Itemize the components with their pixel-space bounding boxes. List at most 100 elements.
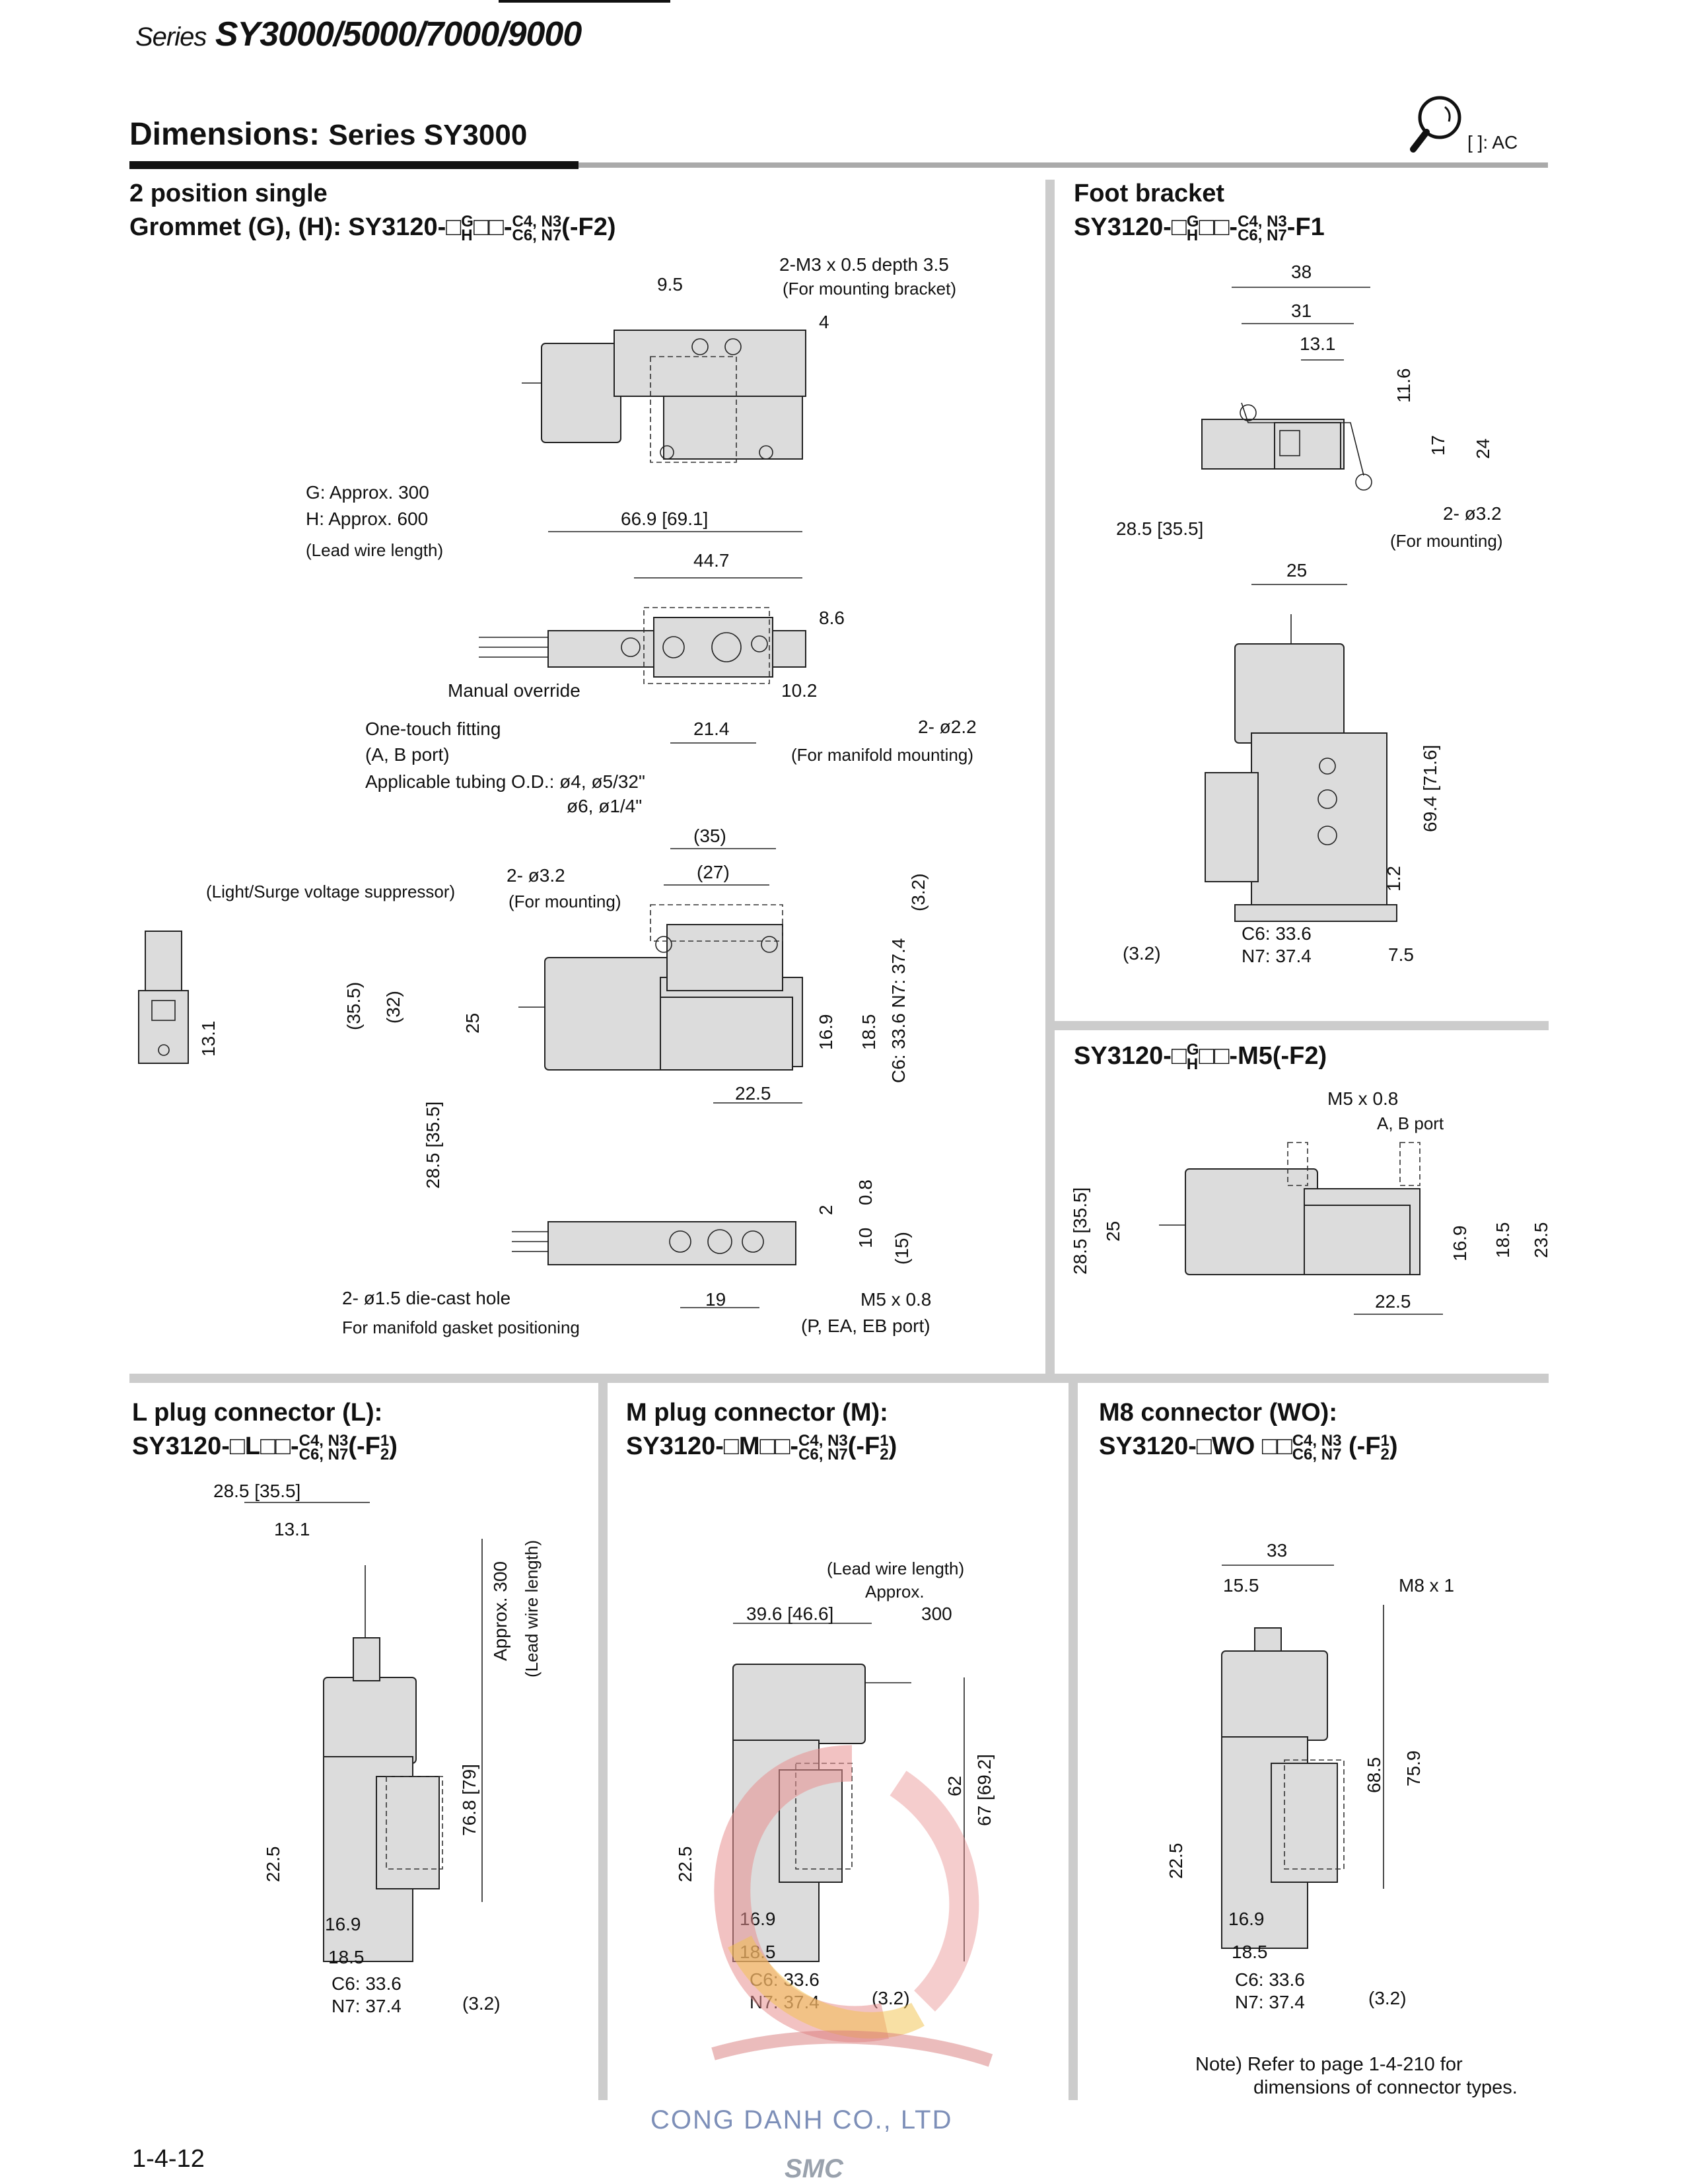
m-plug-title: M plug connector (M): SY3120-□M□□-C4, N3… bbox=[626, 1399, 897, 1464]
label-2-2: 2- ø2.2 bbox=[918, 717, 977, 737]
l-label-lead: (Lead wire length) bbox=[522, 1539, 542, 1677]
label-27p: (27) bbox=[697, 862, 730, 882]
label-32p: (32) bbox=[383, 991, 403, 1024]
m5-label-16-9: 16.9 bbox=[1450, 1225, 1470, 1262]
label-g-length: G: Approx. 300 bbox=[306, 482, 429, 503]
divider-horizontal-main bbox=[129, 1374, 1549, 1383]
drawing-side-view bbox=[479, 607, 806, 684]
divider-vertical-bottom-2 bbox=[1069, 1383, 1078, 2100]
m5-label-ab: A, B port bbox=[1377, 1113, 1444, 1133]
m8-note-line2: dimensions of connector types. bbox=[1253, 2077, 1518, 2098]
label-lead-length: (Lead wire length) bbox=[306, 540, 444, 560]
fb-label-1-2: 1.2 bbox=[1384, 866, 1404, 892]
label-19: 19 bbox=[705, 1289, 726, 1310]
label-manual-override: Manual override bbox=[448, 680, 580, 701]
fb-label-for-mounting: (For mounting) bbox=[1390, 531, 1503, 551]
fb-label-69-4: 69.4 [71.6] bbox=[1420, 744, 1440, 832]
label-for-mounting: (For mounting) bbox=[509, 892, 621, 911]
fb-label-25: 25 bbox=[1286, 560, 1308, 581]
drawing-l-plug bbox=[323, 1565, 443, 1962]
label-ab-port: (A, B port) bbox=[365, 744, 450, 765]
label-3-2p: (3.2) bbox=[908, 873, 929, 911]
series-title: Series SY3000/5000/7000/9000 bbox=[135, 15, 582, 54]
m8-note-line1: Note) Refer to page 1-4-210 for bbox=[1195, 2054, 1463, 2075]
l-label-76-8: 76.8 [79] bbox=[459, 1764, 479, 1836]
drawing-front-view bbox=[518, 904, 803, 1071]
label-tubing-1: Applicable tubing O.D.: ø4, ø5/32" bbox=[365, 771, 645, 792]
m5-label-18-5: 18.5 bbox=[1492, 1222, 1513, 1259]
drawing-foot-bracket-top bbox=[1201, 402, 1372, 491]
l-label-n7: N7: 37.4 bbox=[332, 1996, 402, 2016]
m-label-22-5: 22.5 bbox=[675, 1846, 695, 1883]
m-label-300: 300 bbox=[921, 1603, 952, 1624]
brand-logo: SMC bbox=[785, 2154, 843, 2184]
l-plug-title: L plug connector (L): SY3120-□L□□-C4, N3… bbox=[132, 1399, 398, 1464]
divider-horizontal-right bbox=[1055, 1021, 1549, 1030]
m8-label-m8: M8 x 1 bbox=[1399, 1575, 1455, 1596]
l-label-16-9: 16.9 bbox=[325, 1914, 361, 1934]
m5-label-22-5: 22.5 bbox=[1375, 1291, 1411, 1312]
label-4: 4 bbox=[819, 312, 829, 332]
watermark-logo bbox=[711, 1745, 993, 2067]
label-gasket: For manifold gasket positioning bbox=[342, 1318, 580, 1337]
main-title-line1: 2 position single bbox=[129, 180, 328, 207]
label-tubing-2: ø6, ø1/4" bbox=[567, 796, 643, 816]
drawing-suppressor-view bbox=[138, 931, 189, 1064]
m8-label-75-9: 75.9 bbox=[1403, 1750, 1424, 1787]
l-label-3-2p: (3.2) bbox=[462, 1993, 501, 2014]
drawing-bottom-view bbox=[512, 1221, 796, 1265]
main-section-title: 2 position single Grommet (G), (H): SY31… bbox=[129, 177, 616, 245]
m-label-lead: (Lead wire length) bbox=[827, 1559, 965, 1578]
label-66-9: 66.9 [69.1] bbox=[621, 509, 709, 529]
l-label-approx: Approx. 300 bbox=[490, 1561, 510, 1661]
label-44-7: 44.7 bbox=[693, 550, 730, 571]
l-label-28-5: 28.5 [35.5] bbox=[213, 1481, 301, 1501]
drawing-m8 bbox=[1221, 1627, 1345, 1949]
dimension-lines bbox=[244, 287, 1443, 1961]
section-subtitle: Series SY3000 bbox=[328, 119, 528, 151]
label-manifold-mounting: (For manifold mounting) bbox=[791, 745, 973, 765]
label-m3-note: (For mounting bracket) bbox=[783, 279, 956, 299]
label-10-2: 10.2 bbox=[781, 680, 818, 701]
label-die-cast: 2- ø1.5 die-cast hole bbox=[342, 1288, 511, 1308]
ac-note: [ ]: AC bbox=[1467, 132, 1518, 153]
fb-label-11-6: 11.6 bbox=[1393, 368, 1414, 403]
section-title: Dimensions: bbox=[129, 117, 320, 152]
page-number: 1-4-12 bbox=[132, 2145, 205, 2173]
fb-label-3-2: 2- ø3.2 bbox=[1443, 503, 1502, 524]
label-13-1-small: 13.1 bbox=[198, 1020, 219, 1057]
drawing-foot-bracket-side bbox=[1205, 614, 1397, 922]
divider-vertical-bottom-1 bbox=[598, 1383, 608, 2100]
label-0-8: 0.8 bbox=[855, 1180, 876, 1205]
drawing-m5-view bbox=[1159, 1142, 1421, 1275]
m8-label-16-9: 16.9 bbox=[1228, 1909, 1265, 1929]
label-15p: (15) bbox=[892, 1232, 912, 1265]
label-3-2-mount: 2- ø3.2 bbox=[507, 865, 565, 886]
m8-label-3-2p: (3.2) bbox=[1368, 1988, 1407, 2008]
m8-label-c6: C6: 33.6 bbox=[1235, 1969, 1305, 1990]
fb-label-7-5: 7.5 bbox=[1388, 944, 1414, 965]
header-rule bbox=[129, 161, 579, 169]
fb-label-28-5: 28.5 [35.5] bbox=[1116, 518, 1204, 539]
m5-label-25: 25 bbox=[1103, 1220, 1123, 1242]
magnifier-icon bbox=[1410, 96, 1461, 153]
label-16-9: 16.9 bbox=[816, 1014, 836, 1051]
label-18-5: 18.5 bbox=[859, 1014, 879, 1051]
label-h-length: H: Approx. 600 bbox=[306, 509, 429, 529]
label-28-5: 28.5 [35.5] bbox=[423, 1101, 443, 1189]
fb-label-31: 31 bbox=[1291, 300, 1312, 321]
label-25: 25 bbox=[462, 1012, 483, 1034]
m5-label-28-5: 28.5 [35.5] bbox=[1070, 1187, 1090, 1275]
m8-label-22-5: 22.5 bbox=[1166, 1843, 1186, 1880]
m8-label-33: 33 bbox=[1267, 1540, 1288, 1561]
m8-label-18-5: 18.5 bbox=[1232, 1942, 1268, 1962]
m-label-39-6: 39.6 [46.6] bbox=[746, 1603, 834, 1624]
page-title: Dimensions: Series SY3000 bbox=[129, 116, 527, 153]
fb-label-13-1: 13.1 bbox=[1300, 334, 1336, 354]
label-10: 10 bbox=[855, 1227, 876, 1248]
